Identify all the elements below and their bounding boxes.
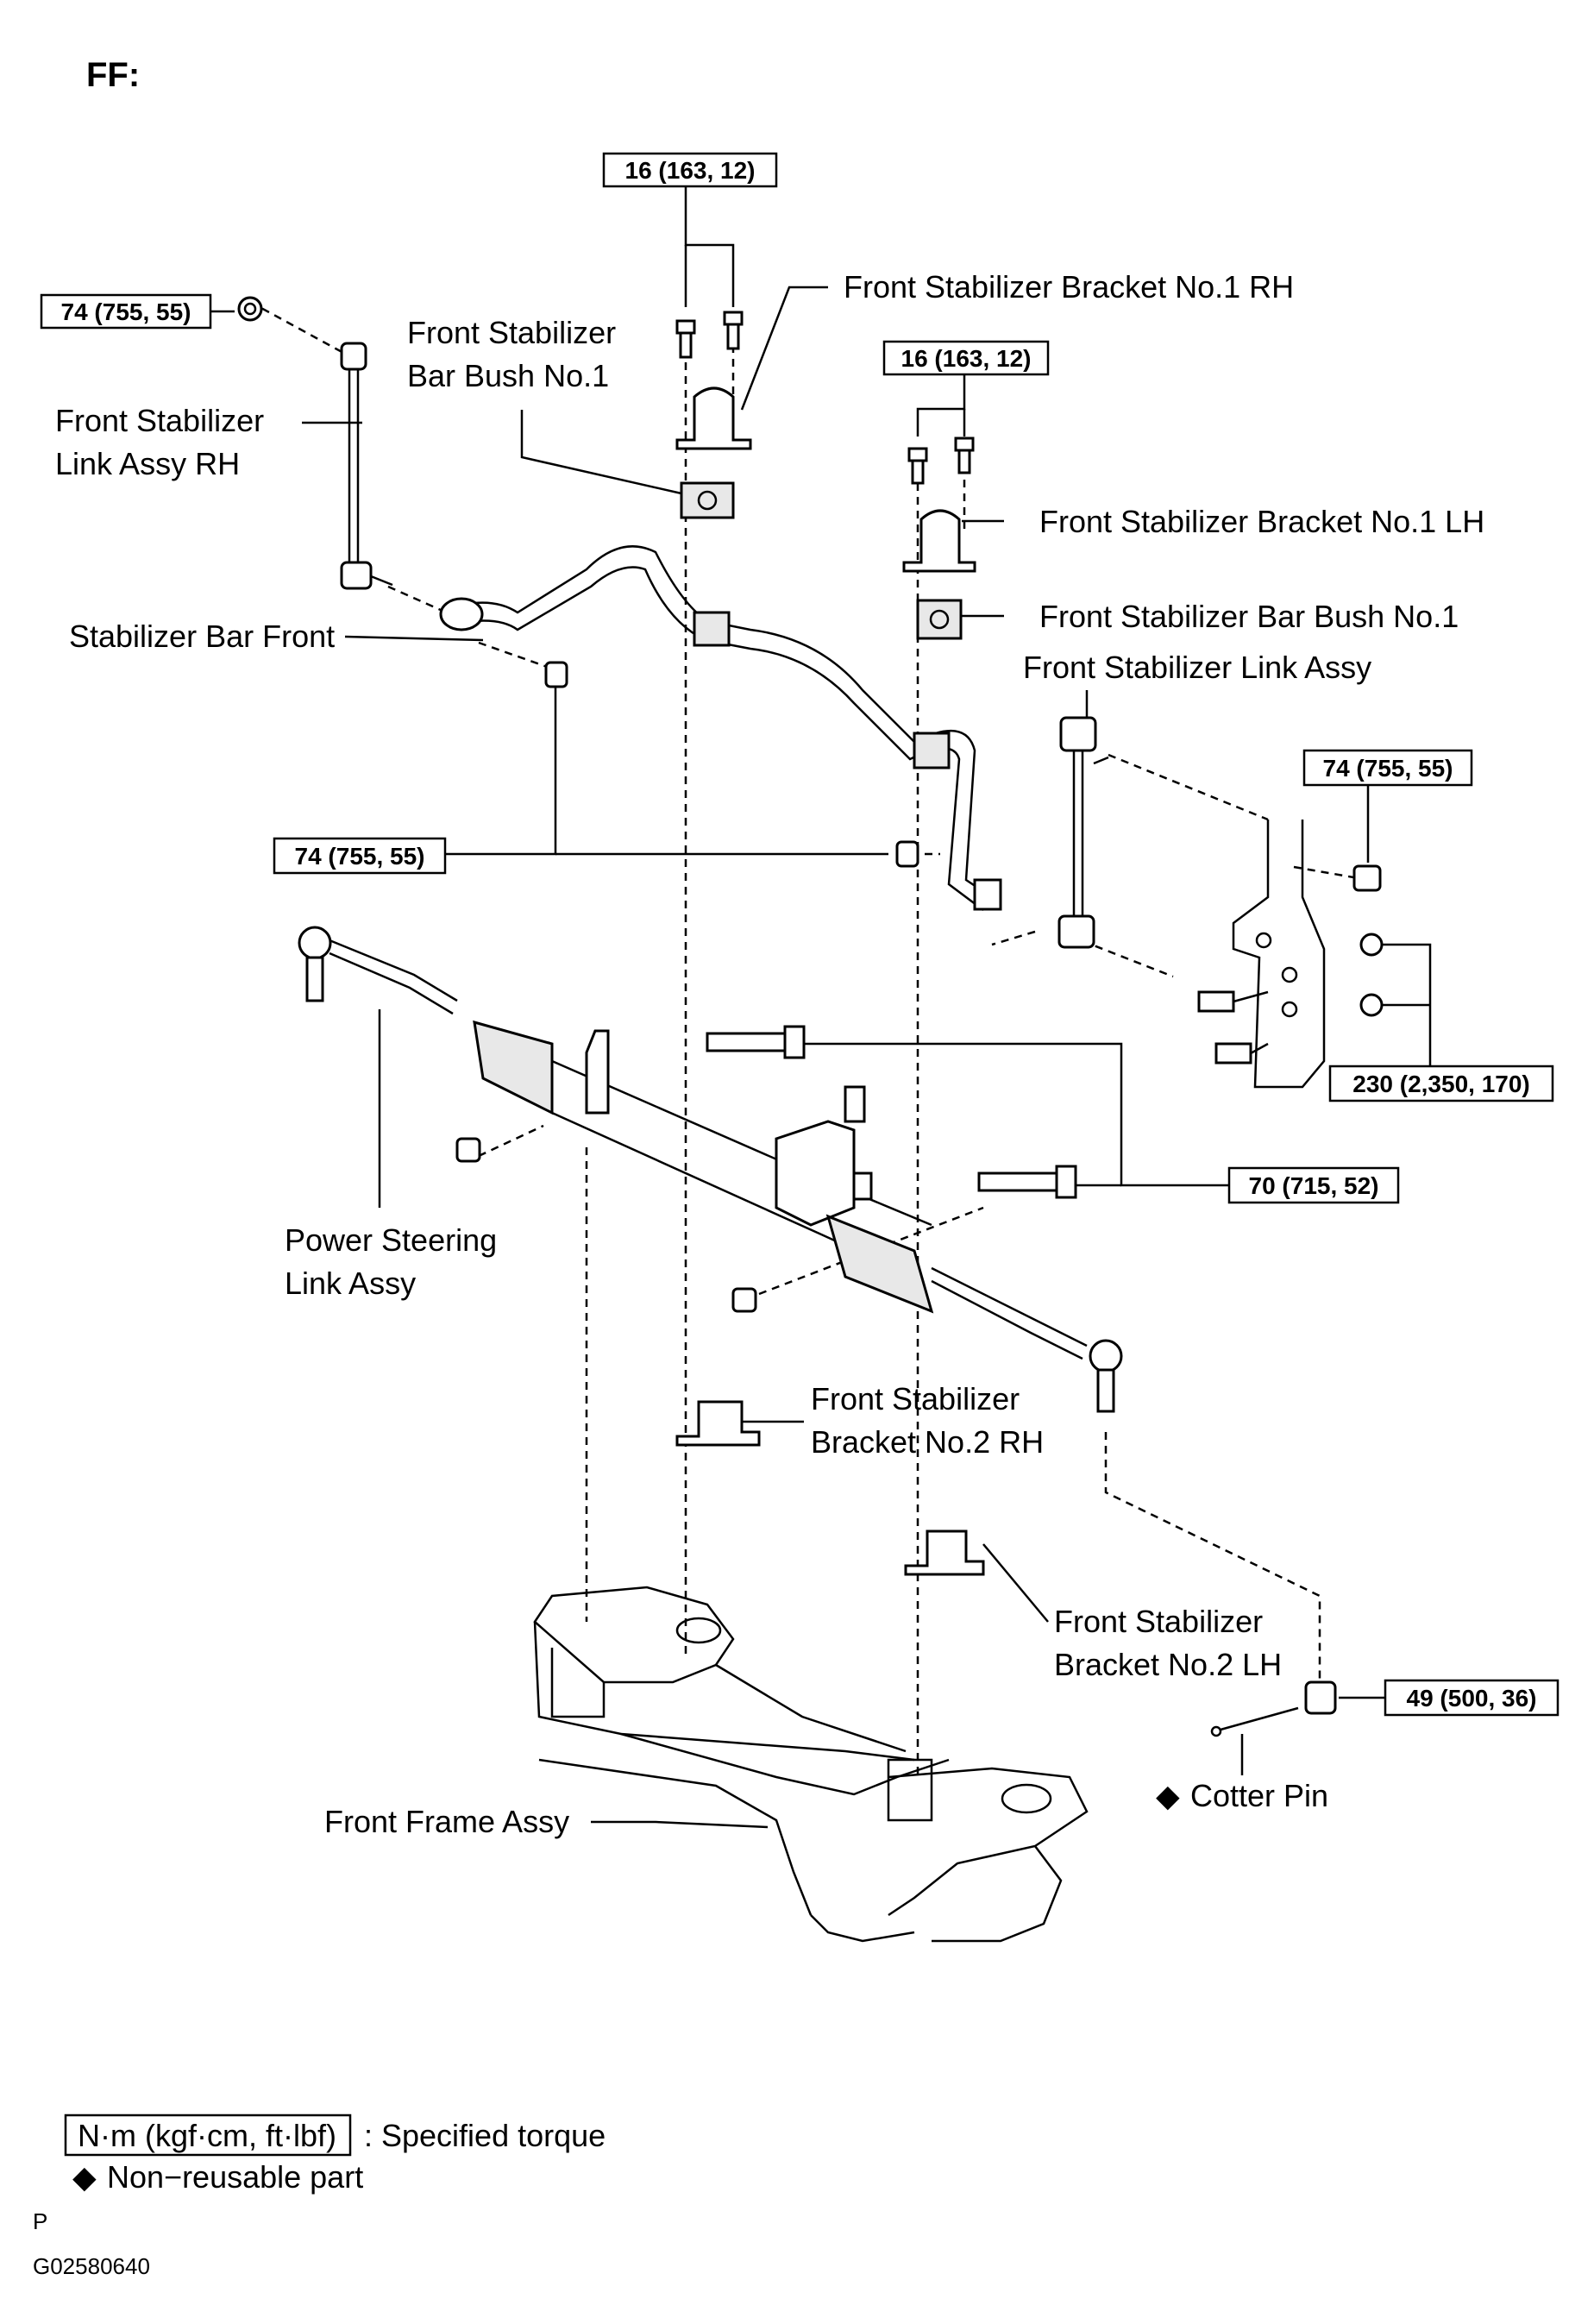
- stab-bar-nut-lh: [895, 840, 919, 868]
- label-power-steering-line2: Link Assy: [285, 1266, 416, 1301]
- label-link-assy-rh-line1: Front Stabilizer: [55, 403, 264, 438]
- svg-text:16 (163, 12): 16 (163, 12): [901, 345, 1032, 372]
- label-cotter-pin: Cotter Pin: [1190, 1778, 1328, 1813]
- label-bar-bush-lh: Front Stabilizer Bar Bush No.1: [1039, 599, 1459, 634]
- bracket-no2-rh: [675, 1400, 761, 1447]
- section-heading: FF:: [86, 56, 140, 94]
- label-bracket-no1-rh: Front Stabilizer Bracket No.1 RH: [844, 269, 1294, 305]
- torque-box-rack: 70 (715, 52): [1227, 1166, 1400, 1204]
- footer-letter: P: [33, 2208, 47, 2234]
- svg-text:74 (755, 55): 74 (755, 55): [295, 843, 425, 870]
- label-power-steering-line1: Power Steering: [285, 1222, 497, 1258]
- label-bracket-no2-rh-line2: Bracket No.2 RH: [811, 1424, 1044, 1460]
- label-bar-bush-line1: Front Stabilizer: [407, 315, 616, 350]
- svg-text:74 (755, 55): 74 (755, 55): [61, 298, 191, 325]
- torque-box-link-lh: 74 (755, 55): [1302, 749, 1473, 787]
- torque-box-bracket-rh: 16 (163, 12): [602, 152, 778, 188]
- diamond-icon: ◆: [1156, 1778, 1180, 1813]
- svg-text:70 (715, 52): 70 (715, 52): [1249, 1172, 1379, 1199]
- bracket-no1-rh: [675, 311, 752, 450]
- label-link-assy-rh-line2: Link Assy RH: [55, 446, 240, 481]
- footer-code: G02580640: [33, 2253, 150, 2279]
- torque-box-link-rh: 74 (755, 55): [40, 293, 212, 330]
- torque-box-knuckle: 230 (2,350, 170): [1328, 1065, 1554, 1102]
- legend-non-reusable-text: Non−reusable part: [107, 2159, 363, 2195]
- label-bracket-no1-lh: Front Stabilizer Bracket No.1 LH: [1039, 504, 1484, 539]
- legend-torque-unit: N·m (kgf·cm, ft·lbf): [78, 2118, 336, 2153]
- torque-box-stab-bar: 74 (755, 55): [273, 837, 447, 875]
- label-bar-bush-line2: Bar Bush No.1: [407, 358, 609, 393]
- label-bracket-no2-lh-line2: Bracket No.2 LH: [1054, 1647, 1282, 1682]
- label-bracket-no2-lh-line1: Front Stabilizer: [1054, 1604, 1263, 1639]
- bar-bush-rh: [680, 481, 735, 519]
- tie-rod-nut: [1304, 1680, 1337, 1715]
- torque-box-bracket-lh: 16 (163, 12): [882, 340, 1050, 376]
- legend-diamond-icon: ◆: [72, 2159, 97, 2195]
- svg-text:16 (163, 12): 16 (163, 12): [625, 157, 756, 184]
- svg-text:49 (500, 36): 49 (500, 36): [1407, 1685, 1537, 1712]
- cotter-pin: [1210, 1706, 1299, 1737]
- stabilizer-bar: [439, 545, 1002, 911]
- label-front-frame-assy: Front Frame Assy: [324, 1804, 569, 1839]
- torque-box-tie-rod: 49 (500, 36): [1384, 1679, 1559, 1717]
- bar-bush-lh: [916, 599, 963, 640]
- bracket-no1-lh: [902, 437, 976, 573]
- legend-torque: N·m (kgf·cm, ft·lbf) : Specified torque: [64, 2114, 606, 2157]
- stabilizer-link-lh: [1057, 716, 1109, 949]
- svg-text:230 (2,350, 170): 230 (2,350, 170): [1352, 1071, 1530, 1097]
- bracket-no2-lh: [904, 1529, 985, 1576]
- label-bracket-no2-rh-line1: Front Stabilizer: [811, 1381, 1020, 1416]
- legend-non-reusable: ◆ Non−reusable part: [72, 2159, 363, 2195]
- label-link-assy: Front Stabilizer Link Assy: [1023, 650, 1371, 685]
- leader-lines: [210, 186, 1432, 1829]
- legend-torque-desc: : Specified torque: [364, 2118, 606, 2153]
- stab-bar-nut-rh: [544, 661, 568, 688]
- svg-text:74 (755, 55): 74 (755, 55): [1323, 755, 1453, 782]
- stabilizer-link-rh: [237, 296, 393, 590]
- label-stabilizer-bar-front: Stabilizer Bar Front: [69, 619, 335, 654]
- steering-rack: [298, 926, 1123, 1413]
- steering-knuckle: [1197, 820, 1384, 1089]
- front-frame: [533, 1586, 1089, 1943]
